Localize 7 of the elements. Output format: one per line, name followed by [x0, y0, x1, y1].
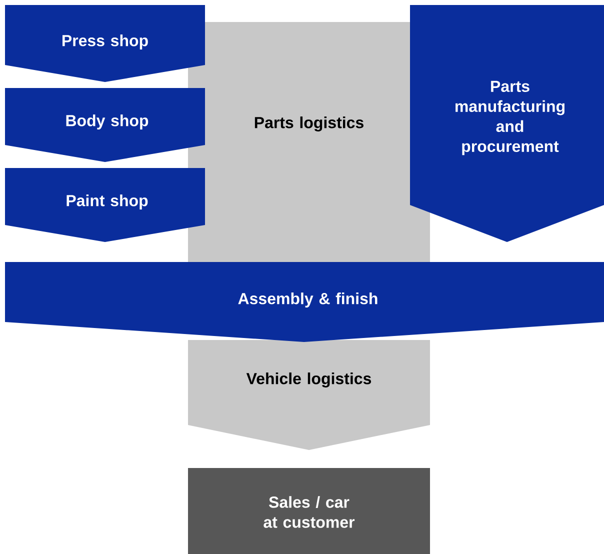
- result-box: Sales / car at customer: [188, 468, 430, 554]
- column-band: Vehicle logistics: [188, 340, 430, 450]
- pentagon-box: Paint shop: [5, 168, 205, 242]
- pentagon-box: Parts manufacturing and procurement: [410, 5, 604, 242]
- pentagon-box: Body shop: [5, 88, 205, 162]
- pentagon-box: Press shop: [5, 5, 205, 82]
- pentagon-box: Assembly & finish: [5, 262, 604, 342]
